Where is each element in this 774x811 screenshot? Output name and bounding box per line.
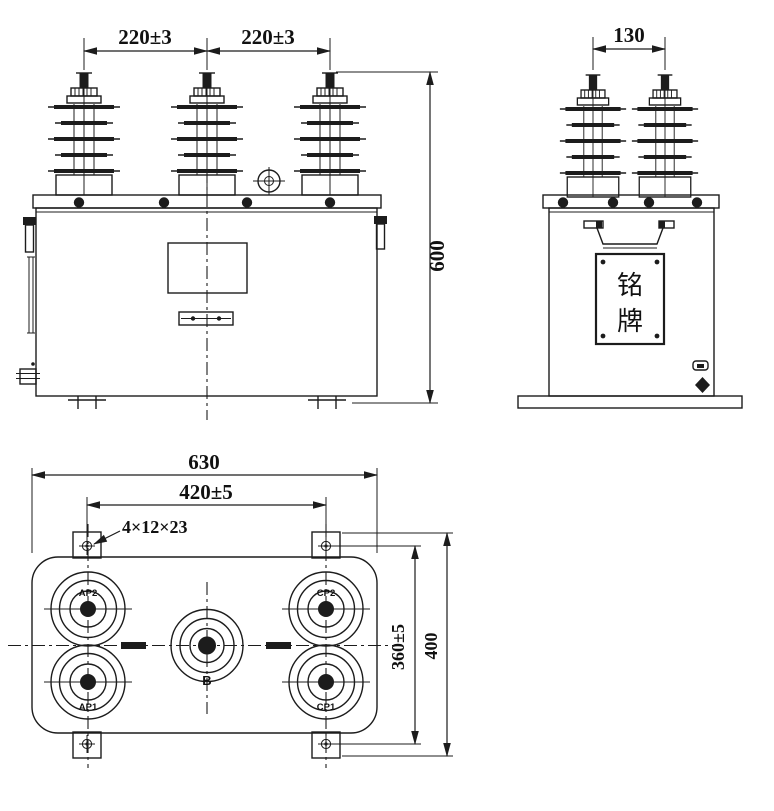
flange-bolt bbox=[691, 197, 703, 208]
drain-valve bbox=[692, 360, 710, 393]
flange-bolt bbox=[643, 197, 655, 208]
flange-bolt bbox=[607, 197, 619, 208]
dim-400-label: 400 bbox=[421, 633, 441, 660]
flange-bolt bbox=[324, 197, 336, 208]
dimension-total-height: 600 bbox=[336, 71, 449, 404]
terminal-ap1: AP1 bbox=[43, 644, 133, 720]
bushing-insulator bbox=[557, 73, 629, 199]
mounting-tab bbox=[72, 731, 102, 759]
terminal-bar bbox=[178, 311, 234, 326]
bottom-view: AP2 AP1 CP2 CP1 B 630 bbox=[8, 450, 453, 768]
front-view: 220±3 220±3 600 bbox=[16, 25, 449, 420]
flange-bolt bbox=[241, 197, 253, 208]
dimension-mount-span-x: 420±5 bbox=[86, 480, 327, 540]
lifting-eye bbox=[253, 167, 285, 195]
nameplate-char-top: 铭 bbox=[617, 271, 643, 301]
side-terminal-right bbox=[374, 216, 387, 250]
slot-spec-label: 4×12×23 bbox=[122, 517, 188, 537]
dim-130-label: 130 bbox=[613, 23, 645, 47]
dim-220-left-label: 220±3 bbox=[118, 25, 172, 49]
bushing-insulator bbox=[292, 71, 368, 197]
bushing-insulator bbox=[629, 73, 701, 199]
terminal-b: B bbox=[170, 608, 244, 688]
mounting-bracket bbox=[583, 220, 675, 249]
ground-terminal bbox=[16, 362, 40, 385]
terminal-ap1-label: AP1 bbox=[79, 702, 98, 713]
terminal-cp2: CP2 bbox=[281, 571, 371, 647]
dim-600-label: 600 bbox=[425, 240, 449, 272]
terminal-cp2-label: CP2 bbox=[317, 588, 335, 599]
dim-420-label: 420±5 bbox=[179, 480, 233, 504]
foot-left bbox=[68, 396, 106, 409]
terminal-b-label: B bbox=[202, 673, 211, 688]
bushing-insulator bbox=[46, 71, 122, 197]
nameplate: 铭 牌 bbox=[594, 252, 666, 346]
dim-360-label: 360±5 bbox=[388, 624, 408, 670]
dimension-side-pitch: 130 bbox=[592, 23, 666, 70]
flange-bolt bbox=[158, 197, 170, 208]
tank-body bbox=[548, 207, 715, 397]
terminal-cp1-label: CP1 bbox=[317, 702, 336, 713]
mounting-slot bbox=[78, 734, 96, 754]
dimension-base-depth: 400 bbox=[342, 532, 453, 757]
base-plate bbox=[517, 395, 743, 409]
side-terminal-left bbox=[23, 217, 36, 253]
dimension-base-width: 630 bbox=[31, 450, 378, 553]
slot-spec-callout: 4×12×23 bbox=[93, 517, 188, 545]
flange-bolt bbox=[73, 197, 85, 208]
weld-mark bbox=[121, 642, 146, 649]
weld-mark bbox=[266, 642, 291, 649]
terminal-ap2-label: AP2 bbox=[79, 588, 97, 599]
side-view: 铭 牌 130 bbox=[517, 23, 743, 409]
dimension-bushing-pitch: 220±3 220±3 bbox=[83, 25, 331, 70]
dimension-mount-span-y: 360±5 bbox=[333, 545, 421, 745]
terminal-cp1: CP1 bbox=[281, 644, 371, 720]
foot-right bbox=[308, 396, 346, 409]
hinge-strip bbox=[27, 256, 35, 334]
dim-220-right-label: 220±3 bbox=[241, 25, 295, 49]
flange-bolt bbox=[557, 197, 569, 208]
terminal-ap2: AP2 bbox=[43, 571, 133, 647]
dim-630-label: 630 bbox=[188, 450, 220, 474]
nameplate-char-bottom: 牌 bbox=[617, 307, 643, 337]
